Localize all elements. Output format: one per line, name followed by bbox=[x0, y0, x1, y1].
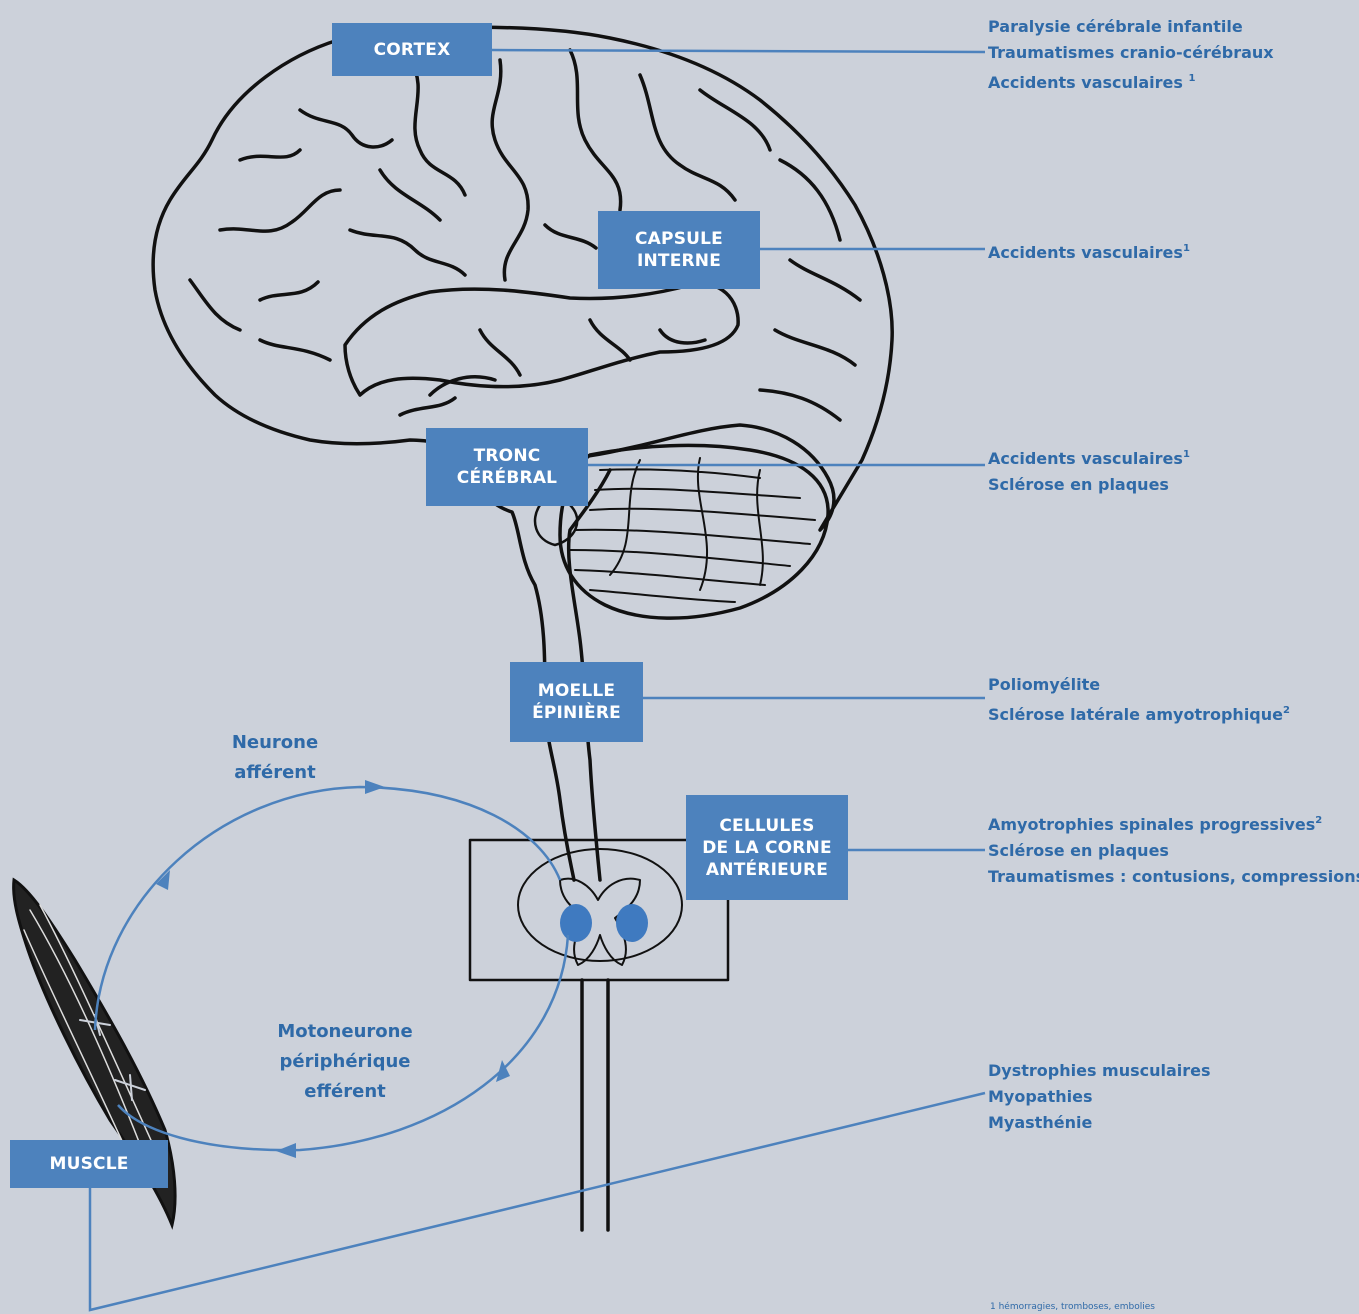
label-line: CORTEX bbox=[374, 39, 451, 61]
note-line: Myopathies bbox=[988, 1084, 1211, 1110]
note-line: Accidents vasculaires bbox=[988, 243, 1183, 262]
note-line: Sclérose en plaques bbox=[988, 838, 1359, 864]
note-line: Accidents vasculaires bbox=[988, 73, 1183, 92]
label-line: afférent bbox=[205, 758, 345, 788]
arrow-efferent-bottom bbox=[276, 1143, 296, 1158]
note-line: Traumatismes cranio-cérébraux bbox=[988, 40, 1274, 66]
label-line: CAPSULE bbox=[635, 228, 723, 250]
efferent-neuron-label: Motoneuronepériphériqueefférent bbox=[270, 1017, 420, 1107]
capsule-notes: Accidents vasculaires1 bbox=[988, 236, 1190, 266]
leader-muscle bbox=[90, 1093, 985, 1310]
afferent-neuron-path bbox=[95, 787, 560, 1030]
moelle-notes: Poliomyélite Sclérose latérale amyotroph… bbox=[988, 672, 1290, 728]
footnote-ref: 2 bbox=[1283, 705, 1290, 716]
muscle-label: MUSCLE bbox=[10, 1140, 168, 1188]
label-line: MOELLE bbox=[538, 680, 615, 702]
leader-cortex bbox=[492, 50, 985, 52]
cortex-label: CORTEX bbox=[332, 23, 492, 76]
note-line: Paralysie cérébrale infantile bbox=[988, 14, 1274, 40]
footnote-ref: 2 bbox=[1315, 815, 1322, 826]
label-line: DE LA CORNE bbox=[702, 837, 832, 859]
label-line: CELLULES bbox=[719, 815, 814, 837]
label-line: ÉPINIÈRE bbox=[532, 702, 621, 724]
note-line: Sclérose latérale amyotrophique bbox=[988, 705, 1283, 724]
label-line: INTERNE bbox=[637, 250, 721, 272]
label-line: efférent bbox=[270, 1077, 420, 1107]
note-line: Accidents vasculaires bbox=[988, 449, 1183, 468]
note-line: Amyotrophies spinales progressives bbox=[988, 815, 1315, 834]
anterior-horn-left bbox=[560, 904, 592, 942]
pons-outline bbox=[535, 505, 577, 545]
temporal-lobe-outline bbox=[345, 284, 738, 395]
tronc-notes: Accidents vasculaires1 Sclérose en plaqu… bbox=[988, 442, 1190, 498]
cellules-notes: Amyotrophies spinales progressives2 Sclé… bbox=[988, 808, 1359, 890]
note-line: Dystrophies musculaires bbox=[988, 1058, 1211, 1084]
anterior-horn-right bbox=[616, 904, 648, 942]
note-line: Myasthénie bbox=[988, 1110, 1211, 1136]
footnote: 1 hémorragies, tromboses, embolies bbox=[990, 1302, 1155, 1313]
arrow-afferent-top bbox=[365, 780, 385, 794]
note-line: Traumatismes : contusions, compressions bbox=[988, 864, 1359, 890]
muscle-notes: Dystrophies musculaires Myopathies Myast… bbox=[988, 1058, 1211, 1136]
cellules-corne-label: CELLULESDE LA CORNEANTÉRIEURE bbox=[686, 795, 848, 900]
note-line: Poliomyélite bbox=[988, 672, 1290, 698]
tronc-cerebral-label: TRONCCÉRÉBRAL bbox=[426, 428, 588, 506]
footnote-ref: 1 bbox=[1183, 243, 1190, 254]
label-line: TRONC bbox=[474, 445, 541, 467]
cortex-notes: Paralysie cérébrale infantile Traumatism… bbox=[988, 14, 1274, 96]
moelle-epiniere-label: MOELLEÉPINIÈRE bbox=[510, 662, 643, 742]
afferent-neuron-label: Neuroneafférent bbox=[205, 728, 345, 788]
label-line: CÉRÉBRAL bbox=[457, 467, 557, 489]
label-line: Motoneurone bbox=[270, 1017, 420, 1047]
label-line: ANTÉRIEURE bbox=[706, 859, 828, 881]
note-line: Sclérose en plaques bbox=[988, 472, 1190, 498]
label-line: MUSCLE bbox=[49, 1153, 128, 1175]
spinal-cord-lower bbox=[582, 980, 608, 1230]
capsule-interne-label: CAPSULEINTERNE bbox=[598, 211, 760, 289]
label-line: périphérique bbox=[270, 1047, 420, 1077]
footnote-ref: 1 bbox=[1183, 449, 1190, 460]
footnote-ref: 1 bbox=[1189, 73, 1196, 84]
label-line: Neurone bbox=[205, 728, 345, 758]
